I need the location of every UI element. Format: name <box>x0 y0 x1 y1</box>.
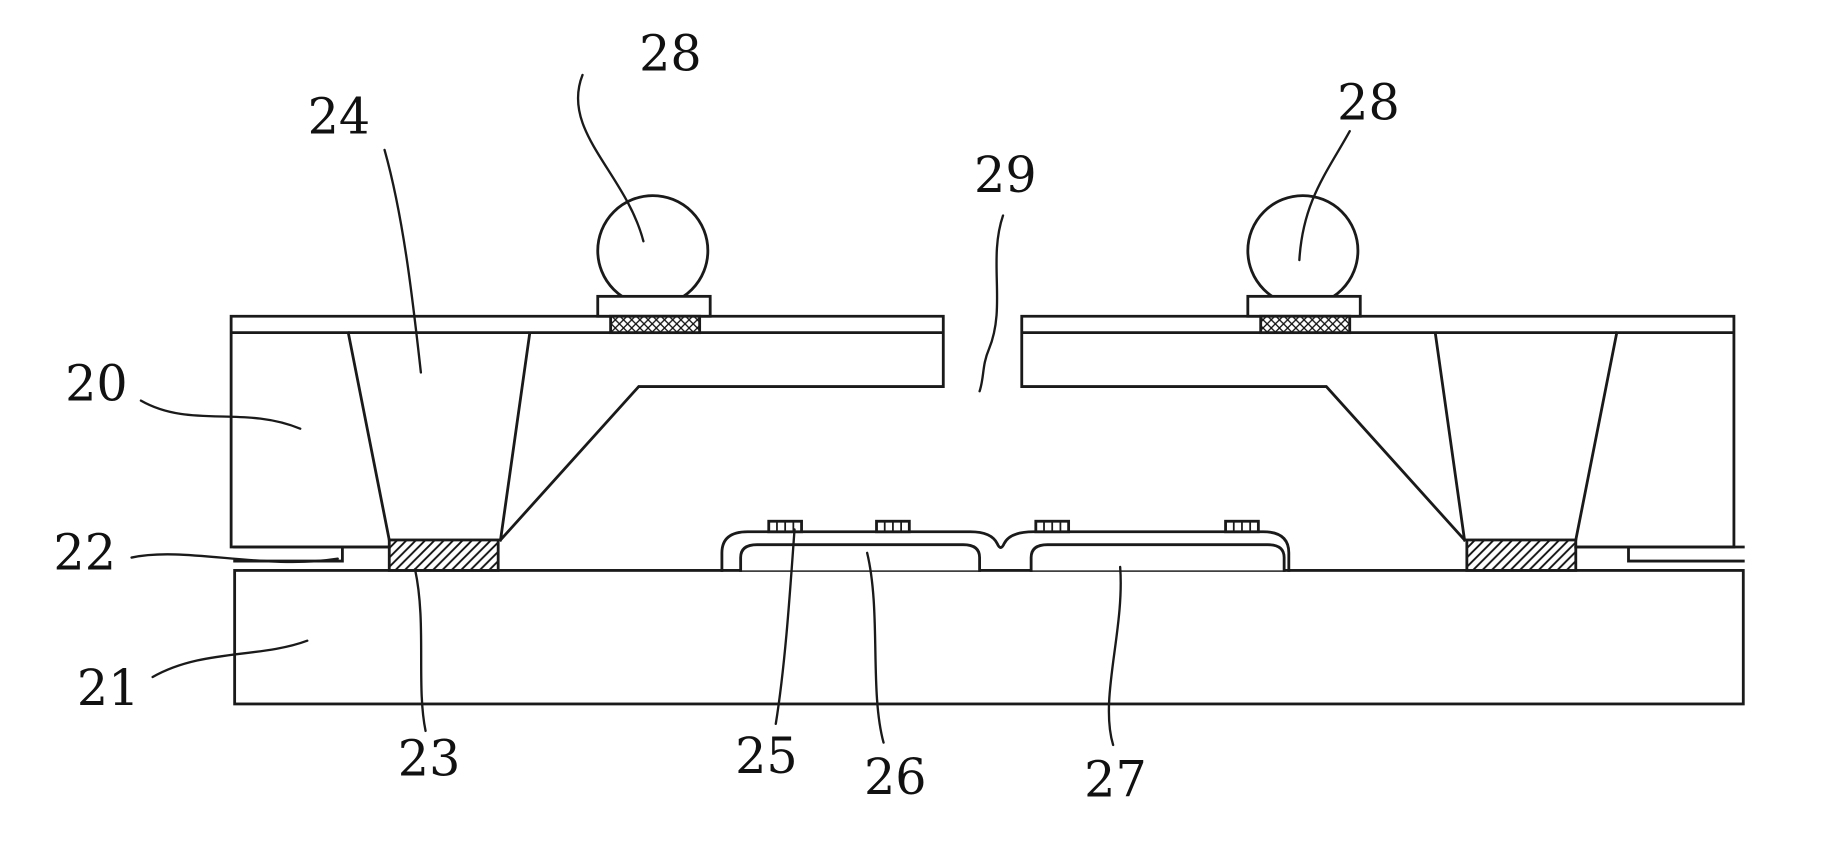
label-23: 23 <box>398 729 461 787</box>
label-28-right: 28 <box>1337 73 1400 131</box>
label-21: 21 <box>77 659 140 717</box>
device-element-26 <box>739 543 981 572</box>
bond-pad-23-left <box>387 538 500 572</box>
reference-labels: 24 28 29 28 20 22 21 23 25 26 27 <box>53 24 1399 808</box>
contact-bump-hatch <box>1043 521 1062 533</box>
drawing-lines <box>229 194 1745 706</box>
leader-27 <box>1107 565 1122 747</box>
leader-28-left <box>576 73 645 243</box>
label-22: 22 <box>53 523 116 581</box>
leader-22 <box>130 553 339 564</box>
leader-23 <box>413 568 427 733</box>
leader-24 <box>383 148 423 374</box>
cap-wafer-left <box>229 314 945 549</box>
surface-layer-22-right <box>1574 545 1745 563</box>
cap-wafer-right <box>1020 314 1736 549</box>
surface-layer-22-left <box>233 545 391 563</box>
leader-20 <box>139 399 302 430</box>
leader-28-right <box>1298 130 1351 262</box>
device-contact-bumps <box>767 519 1260 534</box>
contact-bump-hatch <box>1232 521 1252 533</box>
label-20: 20 <box>65 355 128 413</box>
ball-pad-right <box>1246 294 1362 318</box>
under-bump-metal-left <box>609 314 702 335</box>
solder-ball-28-right <box>1246 194 1360 308</box>
label-25: 25 <box>735 727 798 785</box>
device-element-27 <box>1029 543 1286 572</box>
label-29: 29 <box>974 146 1037 204</box>
substrate-21 <box>233 569 1745 706</box>
leader-29 <box>978 214 1005 393</box>
device-film-25 <box>720 530 1291 572</box>
leader-lines <box>130 73 1351 747</box>
under-bump-metal-right <box>1259 314 1352 335</box>
label-27: 27 <box>1084 750 1147 808</box>
leader-25 <box>774 528 796 726</box>
ball-pad-left <box>596 294 712 318</box>
label-28-left: 28 <box>639 24 702 82</box>
leader-26 <box>865 551 885 744</box>
solder-ball-28-left <box>596 194 710 308</box>
leader-21 <box>151 639 309 679</box>
bond-pad-23-right <box>1465 538 1578 572</box>
label-26: 26 <box>864 748 927 806</box>
label-24: 24 <box>308 88 371 146</box>
contact-bump-hatch <box>883 521 902 533</box>
